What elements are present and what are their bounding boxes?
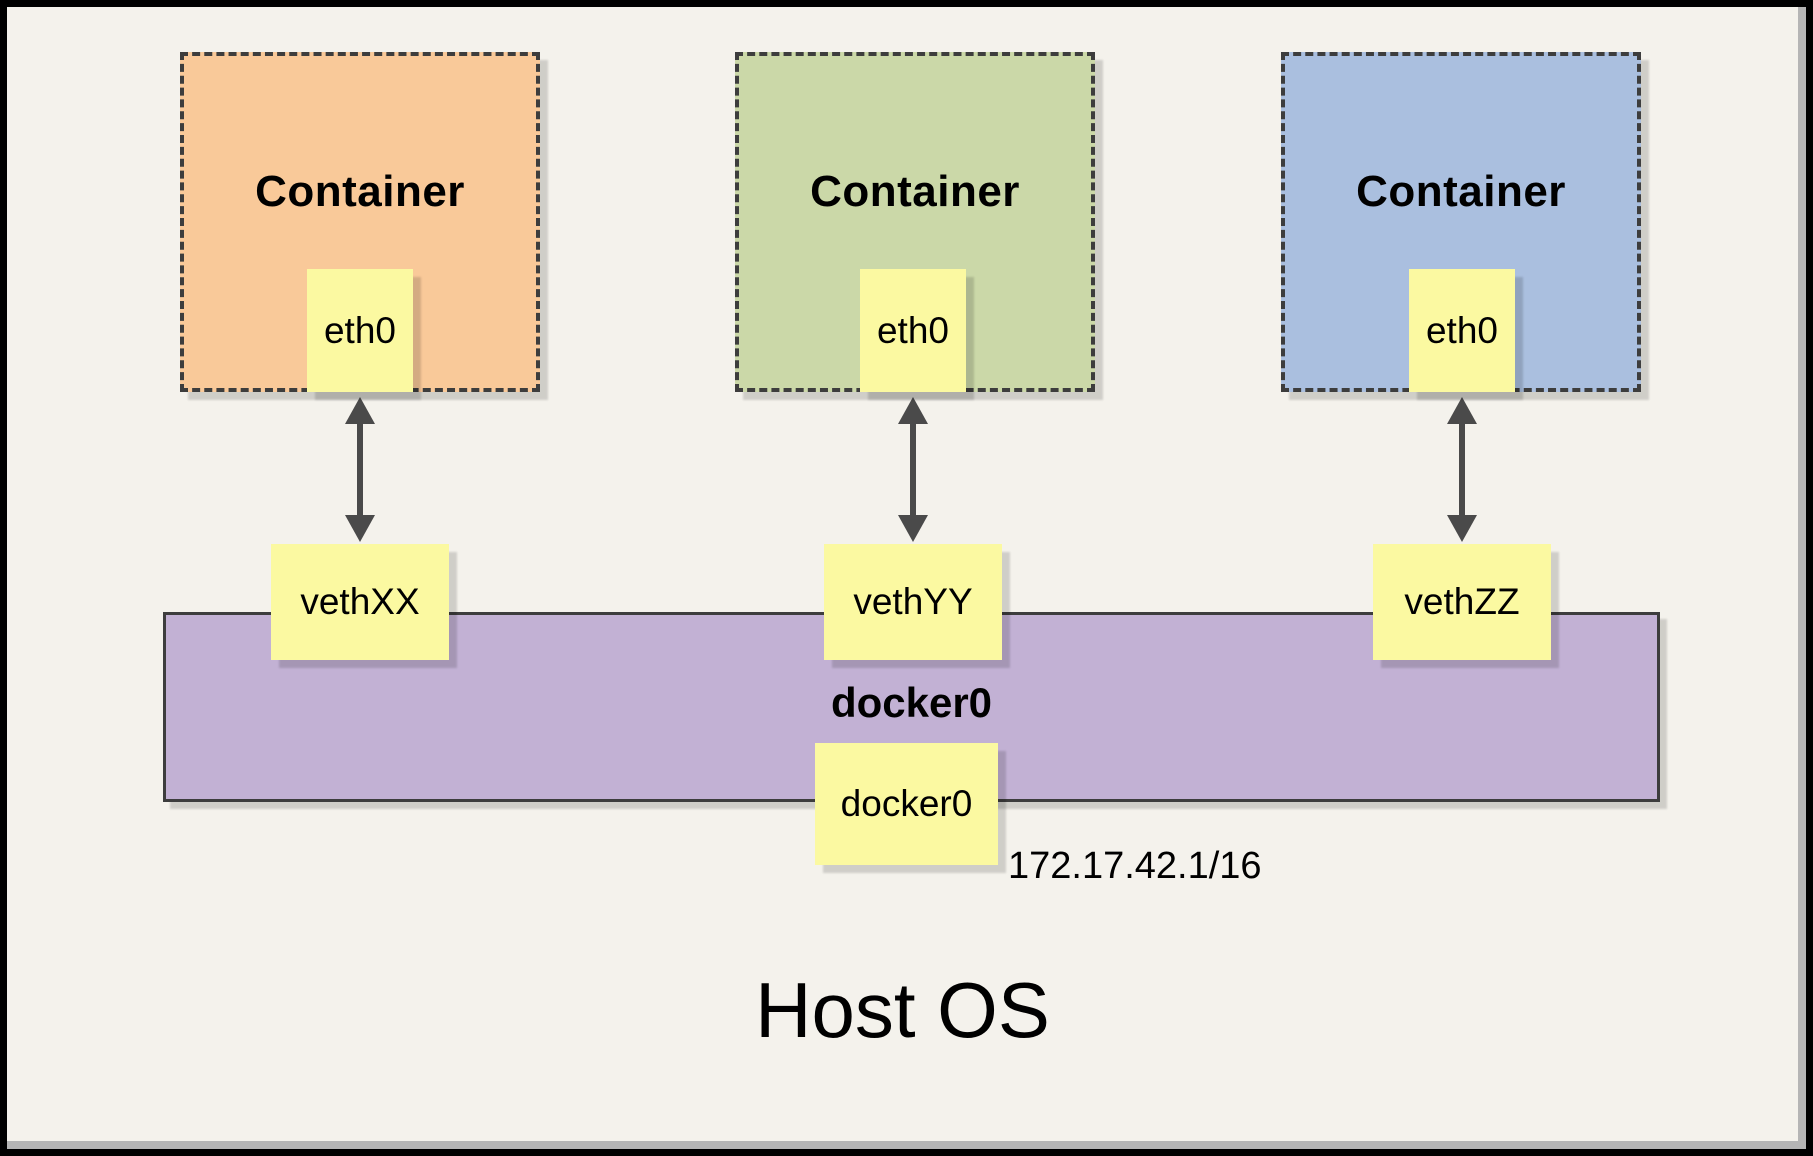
veth-node-3: vethZZ [1373, 544, 1551, 660]
eth0-label: eth0 [1425, 309, 1498, 351]
veth-label: vethZZ [1404, 581, 1520, 622]
veth-node-2: vethYY [824, 544, 1002, 660]
eth0-label: eth0 [323, 309, 396, 351]
docker0-node: docker0 [815, 743, 998, 865]
docker0-node-label: docker0 [840, 783, 973, 824]
container-title: Container [255, 167, 465, 216]
veth-node-1: vethXX [271, 544, 449, 660]
arrow-shaft [910, 415, 916, 524]
veth-label: vethYY [853, 581, 973, 622]
host-os-page: Container eth0 vethXX Container eth0 vet… [7, 7, 1806, 1149]
eth0-node-3: eth0 [1409, 269, 1515, 392]
container-title: Container [810, 167, 1020, 216]
veth-label: vethXX [300, 581, 420, 622]
arrow-shaft [357, 415, 363, 524]
arrow-shaft [1459, 415, 1465, 524]
double-arrow-icon [345, 397, 375, 542]
eth0-label: eth0 [876, 309, 949, 351]
host-os-label: Host OS [755, 966, 1050, 1054]
double-arrow-icon [898, 397, 928, 542]
container-title: Container [1356, 167, 1566, 216]
double-arrow-icon [1447, 397, 1477, 542]
eth0-node-2: eth0 [860, 269, 966, 392]
arrow-down-head [345, 515, 375, 542]
arrow-down-head [1447, 515, 1477, 542]
arrow-down-head [898, 515, 928, 542]
eth0-node-1: eth0 [307, 269, 413, 392]
bridge-ip-label: 172.17.42.1/16 [1008, 845, 1262, 887]
docker0-bridge-title: docker0 [830, 679, 993, 726]
